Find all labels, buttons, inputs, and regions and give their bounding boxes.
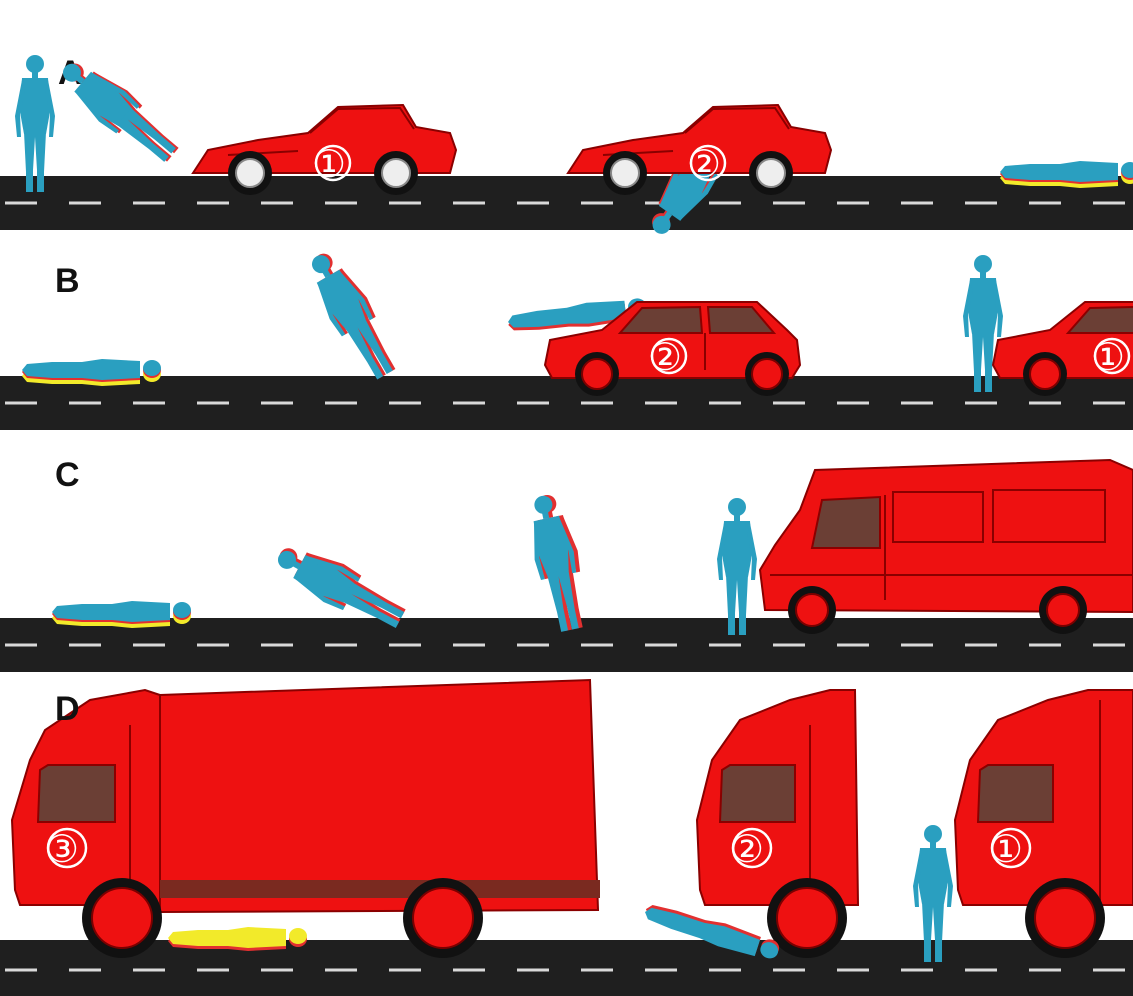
vehicle-number: ② (730, 827, 764, 871)
vehicle-number: ① (989, 827, 1023, 871)
vehicle-number: ① (312, 142, 346, 186)
roads (0, 176, 1133, 996)
panel-a: A ① (15, 51, 1133, 244)
panel-d: ③ ② (10, 678, 1133, 965)
pedestrian-icon (52, 51, 186, 171)
pedestrian-icon (521, 491, 594, 635)
road-d (0, 940, 1133, 996)
panel-b: B ② (22, 244, 1133, 396)
truck-icon: ① (953, 689, 1133, 958)
road-a (0, 176, 1133, 230)
car-icon: ① (991, 301, 1133, 396)
vehicle-number: ③ (45, 827, 79, 871)
van-icon (758, 458, 1133, 634)
panel-c: C (52, 456, 1133, 638)
pedestrian-icon (1000, 161, 1133, 188)
car-icon: ① (191, 103, 458, 195)
panel-label-c: C (55, 456, 80, 494)
truck-icon: ③ (10, 678, 600, 958)
vehicle-number: ① (1091, 335, 1125, 379)
car-icon: ② (566, 103, 833, 195)
panel-label-b: B (55, 262, 80, 300)
vehicle-number: ② (648, 335, 682, 379)
vehicle-number: ② (687, 142, 721, 186)
pedestrian-icon (299, 244, 405, 385)
pedestrian-icon (15, 55, 55, 192)
truck-icon: ② (695, 689, 860, 958)
car-icon: ② (543, 301, 802, 396)
pedestrian-icon (717, 498, 757, 635)
road-b (0, 376, 1133, 430)
panel-label-d: D (55, 690, 80, 728)
